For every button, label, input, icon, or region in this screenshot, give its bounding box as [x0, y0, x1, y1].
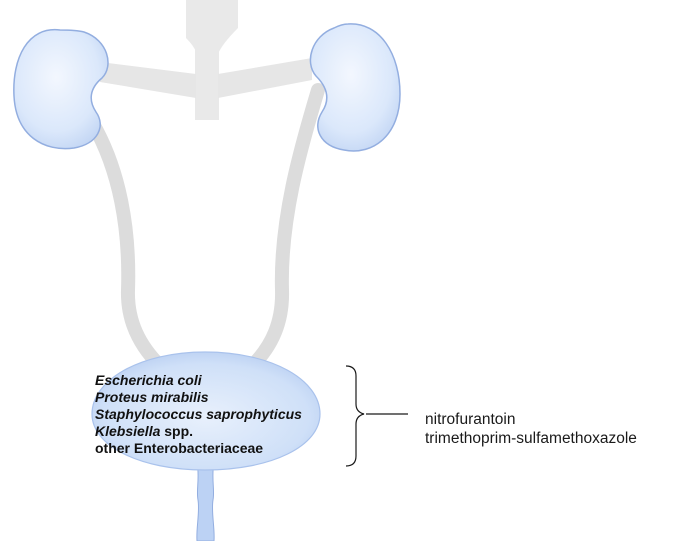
right-renal-vessel [218, 58, 312, 98]
treatment-item: nitrofurantoin [425, 410, 637, 429]
organism-item: Klebsiella spp. [95, 423, 302, 440]
left-ureter [92, 122, 160, 366]
right-kidney [310, 24, 400, 151]
organism-item: other Enterobacteriaceae [95, 440, 302, 457]
right-ureter [252, 90, 318, 366]
organism-list: Escherichia coli Proteus mirabilis Staph… [95, 372, 302, 457]
organism-item: Proteus mirabilis [95, 389, 302, 406]
organism-item: Escherichia coli [95, 372, 302, 389]
left-renal-vessel [100, 62, 196, 98]
organism-item: Staphylococcus saprophyticus [95, 406, 302, 423]
left-kidney [14, 30, 108, 149]
bracket [346, 366, 364, 466]
treatment-list: nitrofurantoin trimethoprim-sulfamethoxa… [425, 410, 637, 448]
treatment-item: trimethoprim-sulfamethoxazole [425, 429, 637, 448]
great-vessels [186, 0, 238, 120]
urethra [197, 462, 214, 541]
